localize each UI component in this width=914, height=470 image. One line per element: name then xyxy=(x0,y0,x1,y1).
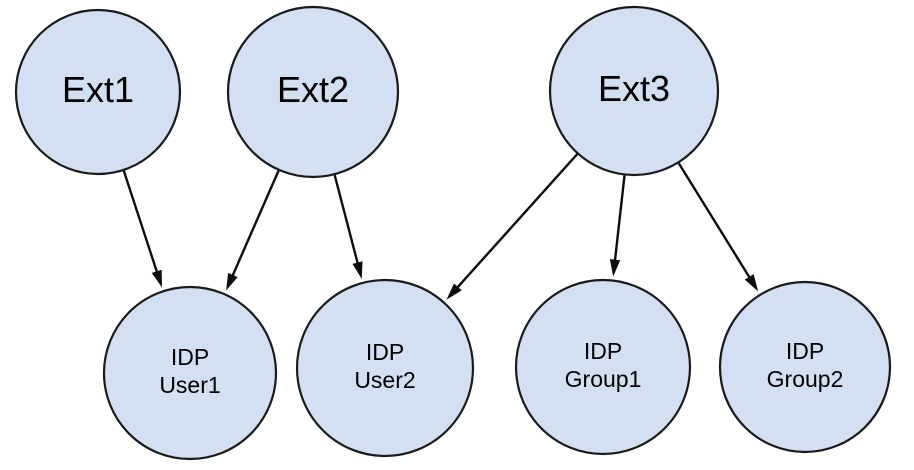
node-ext1[interactable]: Ext1 xyxy=(14,8,182,176)
node-circle[interactable] xyxy=(226,5,400,179)
edge-ext3-to-idp_group2[interactable] xyxy=(677,161,759,292)
edge-ext1-to-idp_user1[interactable] xyxy=(122,169,162,288)
node-circle[interactable] xyxy=(102,285,278,461)
node-circle[interactable] xyxy=(514,278,692,456)
edge-layer xyxy=(122,152,759,300)
node-circle[interactable] xyxy=(548,5,720,177)
node-circle[interactable] xyxy=(295,278,475,458)
node-circle[interactable] xyxy=(718,280,892,454)
edge-ext3-to-idp_group1[interactable] xyxy=(609,174,626,277)
edge-line xyxy=(454,152,579,290)
node-ext2[interactable]: Ext2 xyxy=(226,5,400,179)
edge-ext3-to-idp_user2[interactable] xyxy=(446,152,579,300)
arrowhead-icon xyxy=(609,259,621,277)
arrowhead-icon xyxy=(352,261,363,279)
edge-line xyxy=(333,173,360,266)
arrowhead-icon xyxy=(226,272,238,291)
edge-ext2-to-idp_user1[interactable] xyxy=(226,169,281,291)
edge-line xyxy=(677,161,752,281)
arrowhead-icon xyxy=(151,269,162,288)
edge-line xyxy=(230,169,281,279)
edge-line xyxy=(122,169,159,275)
node-ext3[interactable]: Ext3 xyxy=(548,5,720,177)
edge-ext2-to-idp_user2[interactable] xyxy=(333,173,363,279)
edge-line xyxy=(613,174,626,263)
arrowhead-icon xyxy=(446,283,462,300)
arrowhead-icon xyxy=(744,274,759,292)
node-circle[interactable] xyxy=(14,8,182,176)
